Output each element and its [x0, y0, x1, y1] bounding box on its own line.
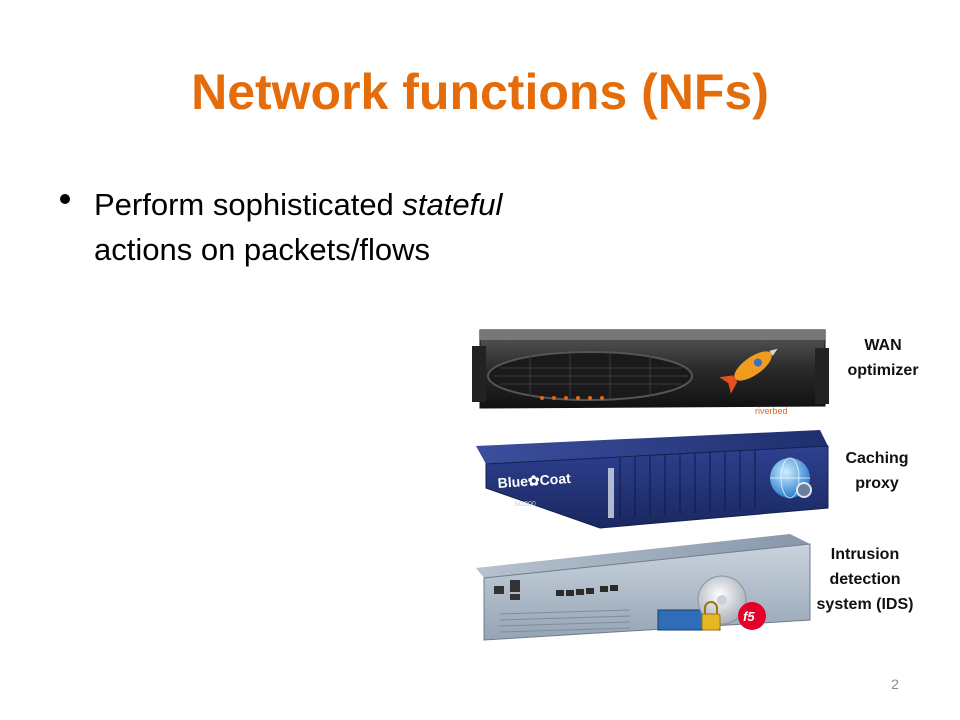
- bullet-prefix: Perform sophisticated: [94, 187, 403, 222]
- rocket-icon: [719, 348, 778, 394]
- bullet-text: Perform sophisticated stateful actions o…: [94, 182, 620, 272]
- ids-label: Intrusion detection system (IDS): [816, 546, 914, 613]
- bluecoat-logo: Blue✿Coat: [497, 470, 571, 491]
- network-appliances-image: riverbed Blue✿Coat SG300: [472, 329, 829, 641]
- gear-icon: [796, 482, 812, 498]
- bullet-emphasis: stateful: [402, 187, 503, 222]
- slide-number: 2: [891, 676, 899, 692]
- lock-icon: [701, 613, 721, 631]
- bluecoat-model-label: SG300: [514, 501, 536, 508]
- f5-logo: [738, 602, 766, 630]
- caching-proxy-label: Caching proxy: [845, 450, 909, 492]
- bullet-dot-icon: [60, 194, 70, 204]
- wan-optimizer-device: riverbed: [472, 329, 829, 416]
- slide-title: Network functions (NFs): [191, 64, 769, 120]
- wan-optimizer-label: WAN optimizer: [847, 337, 919, 379]
- f5-logo-text: f5: [743, 609, 755, 624]
- riverbed-logo: riverbed: [755, 406, 788, 416]
- caching-proxy-device: Blue✿Coat SG300: [476, 430, 829, 529]
- ids-device: f5: [476, 534, 811, 641]
- bullet-line2: actions on packets/flows: [94, 232, 431, 267]
- bullet-item: Perform sophisticated stateful actions o…: [60, 182, 620, 272]
